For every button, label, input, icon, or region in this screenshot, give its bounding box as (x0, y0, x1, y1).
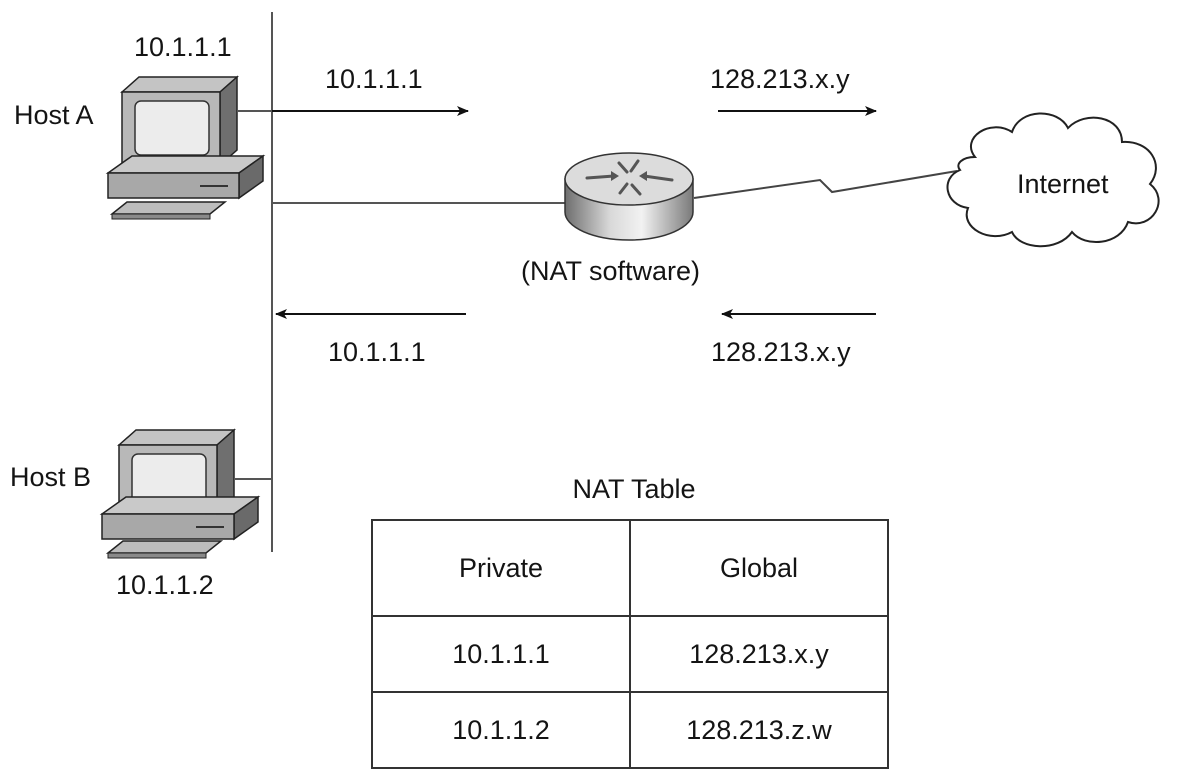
table-row: 10.1.1.2 128.213.z.w (371, 691, 889, 769)
nat-table-cell-private: 10.1.1.2 (371, 691, 631, 769)
host-b-ip-label: 10.1.1.2 (116, 570, 214, 600)
nat-table-cell-global: 128.213.z.w (629, 691, 889, 769)
host-a-ip-label: 10.1.1.1 (134, 32, 232, 62)
host-b-computer-icon (99, 428, 261, 559)
host-a-computer-icon (105, 75, 266, 220)
nat-table-title: NAT Table (572, 474, 696, 504)
outbound-inside-address: 10.1.1.1 (325, 64, 423, 94)
inbound-inside-address: 10.1.1.1 (328, 337, 426, 367)
wan-serial-link (693, 170, 958, 199)
nat-table-header-private: Private (371, 519, 631, 617)
inbound-outside-address: 128.213.x.y (711, 337, 851, 367)
nat-table-cell-global: 128.213.x.y (629, 615, 889, 693)
nat-table-header-global: Global (629, 519, 889, 617)
internet-label: Internet (1017, 169, 1109, 199)
host-b-label: Host B (10, 462, 92, 492)
nat-table-cell-private: 10.1.1.1 (371, 615, 631, 693)
router-icon (564, 152, 694, 241)
internet-cloud-icon (946, 112, 1160, 248)
host-a-label: Host A (14, 100, 94, 130)
router-label: (NAT software) (521, 256, 701, 286)
table-row: 10.1.1.1 128.213.x.y (371, 615, 889, 693)
outbound-outside-address: 128.213.x.y (710, 64, 850, 94)
nat-table-header-row: Private Global (371, 519, 889, 617)
nat-table: Private Global 10.1.1.1 128.213.x.y 10.1… (371, 519, 889, 769)
